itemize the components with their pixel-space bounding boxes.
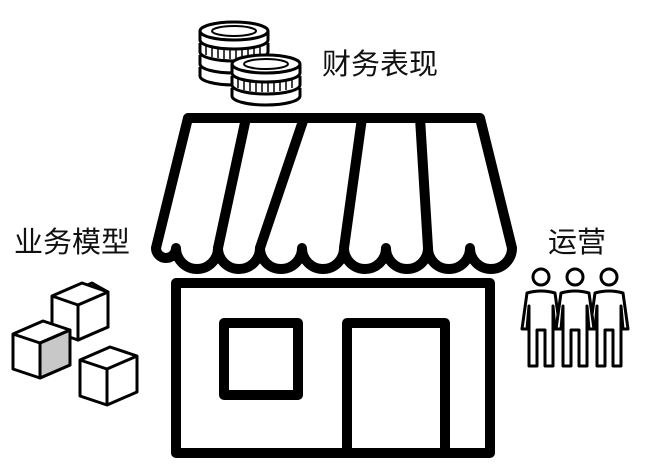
awning-stripe-2 xyxy=(255,113,309,253)
storefront-window xyxy=(219,318,303,400)
storefront-awning xyxy=(151,113,517,274)
storefront-icon xyxy=(151,113,517,458)
box-3 xyxy=(78,345,139,407)
person-right xyxy=(588,267,630,368)
finance-label: 财务表现 xyxy=(322,47,439,81)
person-center xyxy=(554,267,596,368)
people-group-icon xyxy=(520,267,630,368)
awning-stripe-3 xyxy=(339,113,367,253)
awning-stripe-4 xyxy=(415,113,433,253)
boxes-icon xyxy=(11,281,139,407)
storefront-door xyxy=(342,318,450,458)
business-model-label: 业务模型 xyxy=(14,225,131,259)
person-left xyxy=(520,267,562,368)
box-2 xyxy=(11,319,72,380)
operations-label: 运营 xyxy=(548,225,607,259)
coins-stack-icon xyxy=(198,20,302,107)
awning-stripe-1 xyxy=(213,113,251,253)
coin-stack-front xyxy=(230,53,302,107)
